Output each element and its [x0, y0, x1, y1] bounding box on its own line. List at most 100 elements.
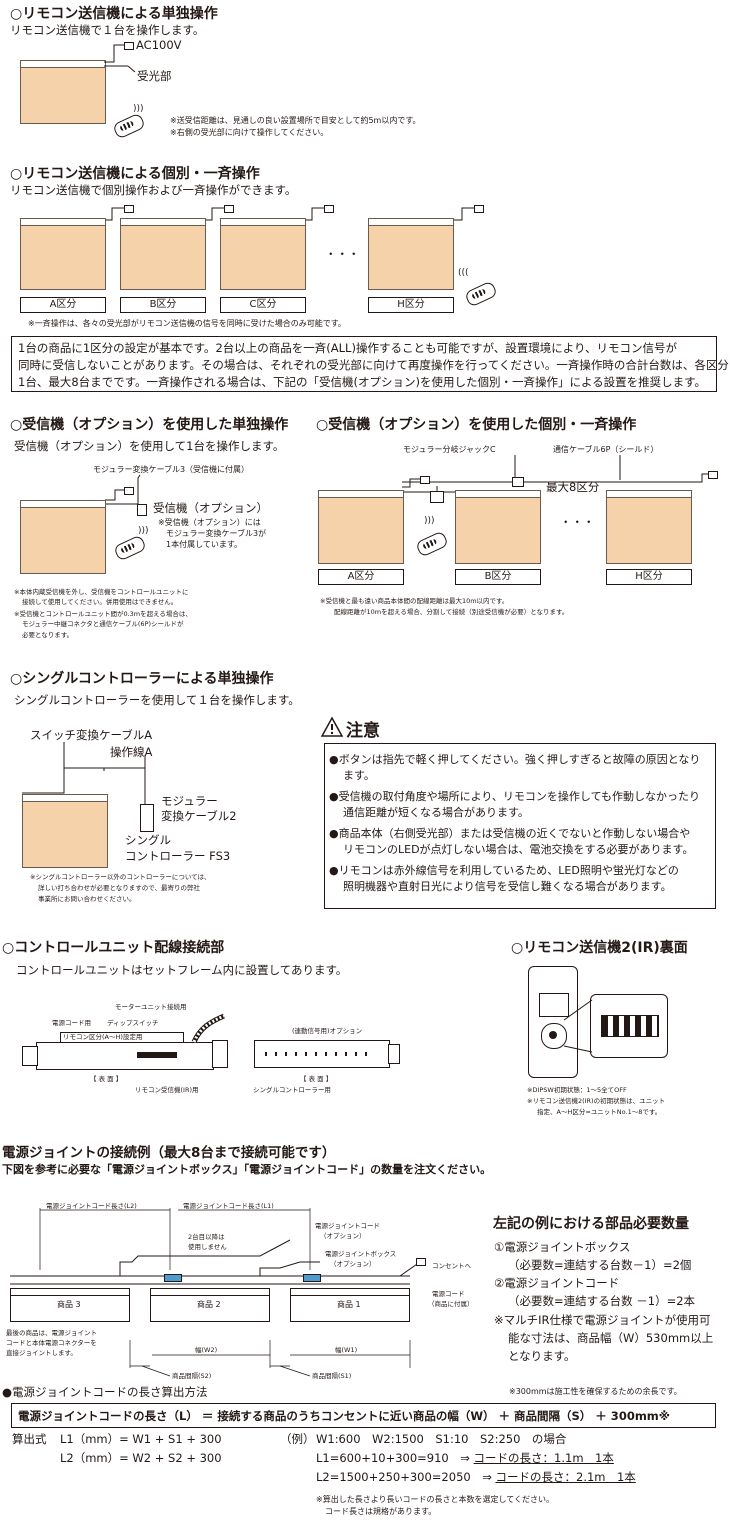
section1-lines [104, 44, 136, 73]
shade-unit [22, 794, 108, 868]
modular-label-2: 変換ケーブル2 [161, 809, 237, 823]
front-label-1: 【 表 面 】 [90, 1075, 123, 1083]
section2-lines [104, 207, 474, 221]
info-line-1: 1台の商品に1区分の設定が基本です。2台以上の商品を一斉(ALL)操作することも… [18, 341, 678, 355]
connector-icon [388, 1044, 400, 1064]
shade-unit-a [20, 218, 106, 290]
power-cord-label: 電源コード用 [52, 1019, 91, 1027]
margin-note: ※300mmは施工性を確保するための余長です。 [509, 1387, 682, 1396]
caution-item-3-line-2: リモコンのLEDが点灯しない場合は、電池交換をする必要があります。 [343, 843, 694, 856]
info-line-3: 1台、最大8台までです。一斉操作される場合は、下記の「受信機(オプション)を使用… [18, 375, 706, 389]
caution-item-4-line-2: 照明機器や直射日光により信号を受信し難くなる場合があります。 [343, 880, 672, 893]
box-option-label-2: （オプション） [330, 1260, 376, 1268]
product-2-label: 商品 2 [197, 1300, 221, 1309]
section5-note-1: ※シングルコントローラー以外のコントローラーについては、 [30, 873, 211, 881]
comm-cable-label: 通信ケーブル6P（シールド） [553, 445, 659, 454]
section6-sub: コントロールユニットはセットフレーム内に設置してあります。 [16, 963, 348, 977]
shade-unit [20, 60, 106, 124]
control-unit-1 [36, 1042, 214, 1070]
warning-icon [320, 716, 344, 737]
section5-lines [22, 742, 146, 804]
power-plug-icon [420, 476, 430, 484]
control-unit-2 [254, 1040, 390, 1068]
ir-receiver-label: リモコン受信機(IR)用 [135, 1086, 199, 1094]
zone-label-b: B区分 [120, 297, 206, 313]
jack-icon [512, 477, 524, 487]
required-qty-line-7: となります。 [508, 1349, 576, 1363]
receiver-note-3: 1本付属しています。 [166, 540, 243, 549]
single-controller-label: シングルコントローラー用 [253, 1086, 331, 1094]
section3-note-2: 接続して使用してください。併用使用はできません。 [22, 598, 178, 606]
section6-heading: ○コントロールユニット配線接続部 [2, 940, 225, 956]
last-product-note-1: 最後の商品は、電源ジョイント [6, 1329, 97, 1337]
not-used-label-2: 使用しません [188, 1243, 227, 1251]
receiver-label: 受光部 [137, 69, 172, 83]
controller-label-2: コントローラー FS3 [125, 849, 231, 863]
required-qty-title: 左記の例における部品必要数量 [493, 1216, 689, 1232]
product-3-label: 商品 3 [57, 1300, 81, 1309]
section3-note-5: 必要となります。 [22, 631, 74, 639]
section7-note-1: ※DIPSW初期状態：1～5全てOFF [527, 1086, 627, 1094]
section4-note-1: ※受信機と最も遠い商品本体間の配線距離は最大10m以内です。 [320, 597, 509, 605]
box-option-label-1: 電源ジョイントボックス [325, 1250, 397, 1258]
section2-sub: リモコン送信機で個別操作および一斉操作ができます。 [10, 183, 297, 197]
shade-unit-a [318, 490, 404, 564]
option-label: (連動信号用)オプション [292, 1027, 363, 1035]
connector-icon [212, 1040, 228, 1068]
section5-note-2: 詳しい打ち合わせが必要となりますので、最寄りの弊社 [38, 884, 201, 892]
front-label-2: 【 表 面 】 [300, 1075, 333, 1083]
joint-box-icon [303, 1274, 321, 1282]
gap-s2-label: 商品間隔(S2) [172, 1372, 212, 1380]
required-qty-line-4: （必要数=連結する台数 －1）=2本 [508, 1294, 696, 1308]
method-title: ●電源ジョイントコードの長さ算出方法 [2, 1385, 208, 1399]
receiver-label: 受信機（オプション） [153, 501, 268, 515]
formula-box: 電源ジョイントコードの長さ（L） ＝ 接続する商品のうちコンセントに近い商品の幅… [11, 1403, 716, 1428]
example-head: W1:600 W2:1500 S1:10 S2:250 の場合 [316, 1432, 567, 1446]
shade-unit-h [606, 490, 692, 564]
section3-note-3: ※受信機とコントロールユニット間が0.3mを超える場合は、 [14, 610, 192, 618]
example-l1: L1=600+10+300=910 ⇒ コードの長さ：1.1m 1本 [316, 1451, 614, 1465]
product-1-label: 商品 1 [337, 1300, 361, 1309]
product-1: 商品 1 [290, 1288, 410, 1322]
section3-lines [105, 474, 141, 505]
example-l2: L2=1500+250+300=2050 ⇒ コードの長さ：2.1m 1本 [316, 1470, 636, 1484]
final-note-2: コード長さは規格があります。 [325, 1507, 437, 1516]
caution-box: ●ボタンは指先で軽く押してください。強く押しすぎると故障の原因となり ます。 ●… [324, 743, 716, 909]
power-cord-label-1: 電源コード [432, 1290, 465, 1298]
dip-switch-zoom [590, 994, 668, 1058]
outlet-plug-icon [416, 1258, 426, 1266]
cord-length-l2-result: コードの長さ：2.1m 1本 [495, 1470, 636, 1484]
caution-item-4-line-1: ●リモコンは赤外線信号を利用しているため、LED照明や蛍光灯などの [329, 864, 679, 877]
calc-l2: L2（mm）= W2 + S2 + 300 [60, 1451, 222, 1465]
section2-heading: ○リモコン送信機による個別・一斉操作 [10, 166, 260, 182]
joint-box-icon [164, 1274, 182, 1282]
section8-sub: 下図を参考に必要な「電源ジョイントボックス」「電源ジョイントコード」の数量を注文… [2, 1163, 492, 1176]
section1-heading: ○リモコン送信機による単独操作 [10, 6, 218, 22]
not-used-label-1: 2台目以降は [188, 1233, 225, 1241]
single-controller-icon [140, 804, 154, 832]
motor-cable-icon [191, 1013, 225, 1044]
required-qty-line-3: ②電源ジョイントコード [494, 1276, 620, 1290]
info-box: 1台の商品に1区分の設定が基本です。2台以上の商品を一斉(ALL)操作することも… [11, 336, 729, 392]
dip-switch-icon [137, 1052, 177, 1058]
section3-note-1: ※本体内蔵受信機を外し、受信機をコントロールユニットに [14, 588, 189, 596]
caution-item-2-line-2: 通信距離が短くなる場合があります。 [343, 806, 529, 819]
ac-label: AC100V [136, 38, 182, 52]
power-plug-icon [124, 205, 134, 213]
section4-heading: ○受信機（オプション）を使用した個別・一斉操作 [316, 417, 637, 433]
power-cord-label-2: （商品に付属） [428, 1300, 474, 1308]
section1-note-1: ※送受信距離は、見通しの良い設置場所で目安として約5m以内です。 [170, 116, 421, 125]
calc-label: 算出式 [12, 1432, 47, 1446]
example-label: （例） [280, 1432, 315, 1446]
product-2: 商品 2 [150, 1288, 270, 1322]
section7-note-3: 指定、A～H区分=ユニットNo.1～8です。 [537, 1108, 662, 1116]
signal-icon: ))) [138, 526, 149, 536]
power-plug-icon [474, 205, 484, 213]
width-w1-label: 幅(W1) [335, 1346, 358, 1354]
caution-item-1-line-2: ます。 [343, 769, 375, 782]
signal-icon: ((( [458, 268, 469, 278]
section5-sub: シングルコントローラーを使用して１台を操作します。 [14, 693, 300, 707]
caution-title: 注意 [346, 721, 380, 741]
last-product-note-2: コードと本体電源コネクターを [6, 1339, 97, 1347]
caution-item-1-line-1: ●ボタンは指先で軽く押してください。強く押しすぎると故障の原因となり [329, 753, 701, 766]
